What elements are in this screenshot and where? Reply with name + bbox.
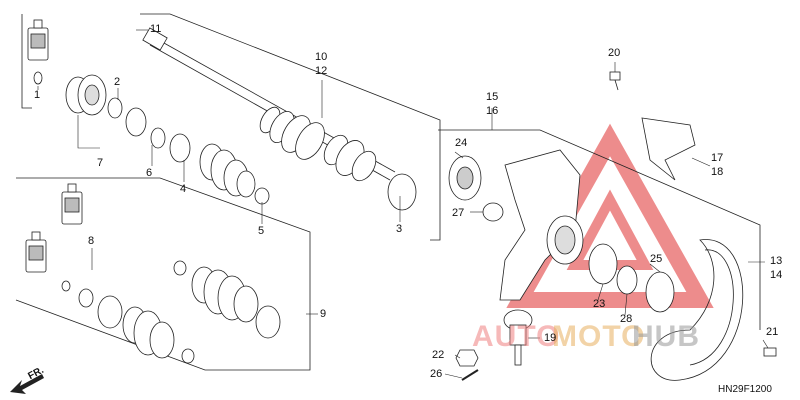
- front-arrow-icon: [10, 374, 44, 394]
- grease-bottle-bottom: [25, 231, 47, 273]
- callout-4: 4: [180, 183, 187, 195]
- group-box-shaft: [140, 13, 441, 241]
- band-lower-2: [255, 305, 281, 339]
- brake-hose-bracket: [641, 117, 696, 181]
- callout-20: 20: [608, 47, 621, 59]
- boot-lower-left: [122, 306, 175, 359]
- callout-12: 12: [315, 65, 328, 77]
- steering-knuckle: [499, 149, 584, 301]
- bearing-cage: [125, 107, 147, 137]
- ball-joint: [503, 309, 533, 366]
- cv-joint-outer-housing: [65, 74, 107, 116]
- callout-15: 15: [486, 91, 499, 103]
- callout-26: 26: [430, 368, 443, 380]
- callout-1: 1: [34, 89, 41, 101]
- snap-ring-27: [482, 202, 504, 222]
- callout-3: 3: [396, 223, 403, 235]
- bearing-25: [645, 271, 675, 313]
- callout-10: 10: [315, 51, 328, 63]
- clip-lower-2: [181, 348, 195, 364]
- watermark-part2: MOTO: [552, 320, 646, 353]
- ring-2: [107, 97, 123, 119]
- group-box-left-top: [21, 14, 32, 109]
- watermark-part3: HUB: [632, 320, 700, 353]
- callout-14: 14: [770, 269, 783, 281]
- cotter-pin-26: [461, 369, 479, 381]
- callout-25: 25: [650, 253, 663, 265]
- boot-lower-right: [191, 266, 259, 323]
- callout-17: 17: [711, 152, 724, 164]
- clip-lower-1: [173, 260, 187, 276]
- shaft-boot-inner: [259, 106, 325, 160]
- band-4: [169, 133, 191, 163]
- callout-16: 16: [486, 105, 499, 117]
- callout-7: 7: [97, 157, 104, 169]
- callout-2: 2: [114, 76, 121, 88]
- callout-28: 28: [620, 313, 633, 325]
- shaft-boot-outer: [323, 134, 377, 182]
- bearing-24-inner: [456, 166, 474, 190]
- callout-19: 19: [544, 332, 557, 344]
- callout-13: 13: [770, 255, 783, 267]
- band-3: [387, 173, 417, 211]
- brake-disk-cover: [650, 239, 744, 381]
- bolt-20: [609, 71, 621, 91]
- bearing-23: [588, 243, 618, 285]
- diagram-code: HN29F1200: [718, 384, 772, 395]
- clip-5: [254, 187, 270, 205]
- grease-bottle-top: [27, 19, 49, 61]
- callout-22: 22: [432, 349, 445, 361]
- ring-lower-2: [61, 280, 71, 292]
- callout-11: 11: [150, 23, 162, 35]
- snap-ring-1: [33, 71, 43, 85]
- callout-24: 24: [455, 137, 468, 149]
- watermark-part1: AUTO: [472, 320, 561, 353]
- callout-8: 8: [88, 235, 95, 247]
- ring-lower-1: [78, 288, 94, 308]
- castle-nut-22: [455, 349, 479, 367]
- callout-5: 5: [258, 225, 265, 237]
- band-lower-1: [97, 295, 123, 329]
- callout-9: 9: [320, 308, 327, 320]
- callout-18: 18: [711, 166, 724, 178]
- ring-6: [150, 127, 166, 149]
- callout-21: 21: [766, 326, 779, 338]
- boot-mid: [199, 143, 256, 198]
- callout-23: 23: [593, 298, 606, 310]
- grease-bottle-middle: [61, 183, 83, 225]
- group-box-knuckle: [438, 129, 761, 330]
- snap-ring-28: [616, 265, 638, 295]
- callout-6: 6: [146, 167, 153, 179]
- group-box-boots-lower: [15, 177, 311, 371]
- callout-27: 27: [452, 207, 465, 219]
- bolt-21: [763, 347, 777, 357]
